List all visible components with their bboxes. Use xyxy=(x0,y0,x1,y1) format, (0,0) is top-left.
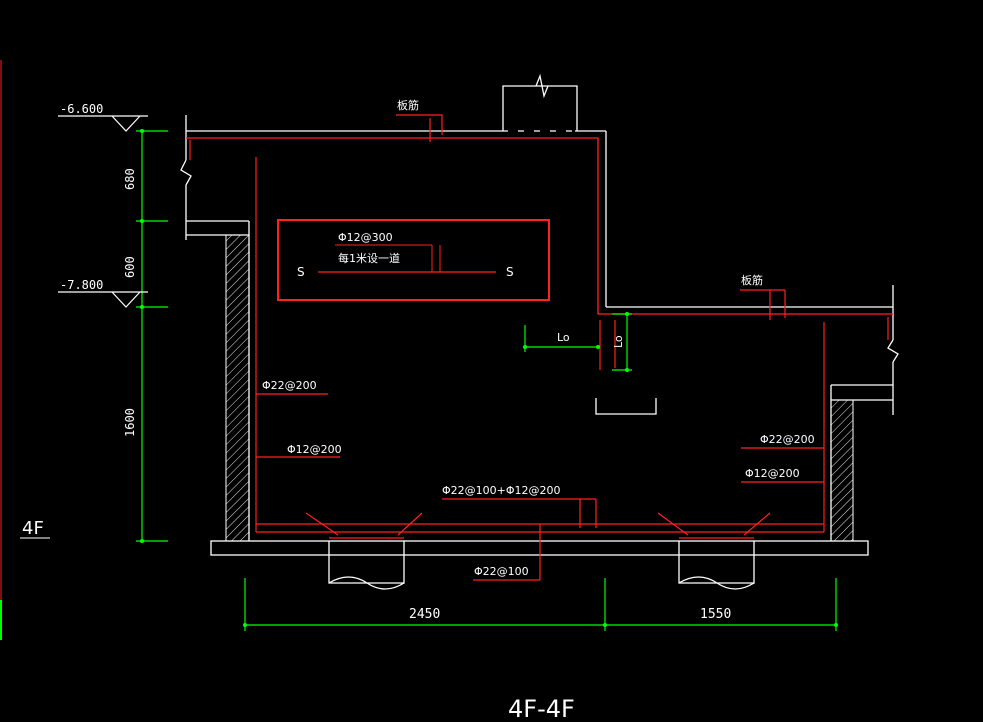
left-wall-hatch xyxy=(225,234,250,542)
lo-horizontal-label: Lo xyxy=(557,331,570,344)
bottom-rebar-label: Φ22@100 xyxy=(474,565,529,578)
box-spec-line2: 每1米设一道 xyxy=(338,251,400,265)
right-outer-rebar-label: Φ22@200 xyxy=(760,433,815,446)
floor-tag: 4F xyxy=(22,518,44,539)
dimension-ticks xyxy=(140,129,838,627)
dim-680: 680 xyxy=(123,168,137,190)
rebar-lines xyxy=(186,114,893,581)
box-s-left: S xyxy=(297,265,305,279)
right-inner-rebar-label: Φ12@200 xyxy=(745,467,800,480)
lo-vertical-label: Lo xyxy=(612,335,625,348)
left-outer-rebar-label: Φ22@200 xyxy=(262,379,317,392)
elevation-top-label: -6.600 xyxy=(60,102,103,116)
dim-1550: 1550 xyxy=(700,607,731,622)
dimension-lines xyxy=(136,130,837,631)
box-s-right: S xyxy=(506,265,514,279)
dim-600: 600 xyxy=(123,256,137,278)
rebar-detail-box xyxy=(277,219,550,301)
dim-2450: 2450 xyxy=(409,607,440,622)
box-leader-drop xyxy=(431,245,441,273)
slab-rebar-right-label: 板筋 xyxy=(741,273,763,287)
section-title: 4F-4F xyxy=(508,695,575,722)
right-wall-hatch xyxy=(830,399,854,542)
left-inner-rebar-label: Φ12@200 xyxy=(287,443,342,456)
dim-1600: 1600 xyxy=(123,408,137,437)
box-spec-line1: Φ12@300 xyxy=(338,231,393,244)
bottom-top-rebar-label: Φ22@100+Φ12@200 xyxy=(442,484,561,497)
slab-rebar-top-label: 板筋 xyxy=(397,98,419,112)
elevation-mid-label: -7.800 xyxy=(60,278,103,292)
structure-outline xyxy=(180,73,899,590)
elevation-markers xyxy=(58,115,148,308)
